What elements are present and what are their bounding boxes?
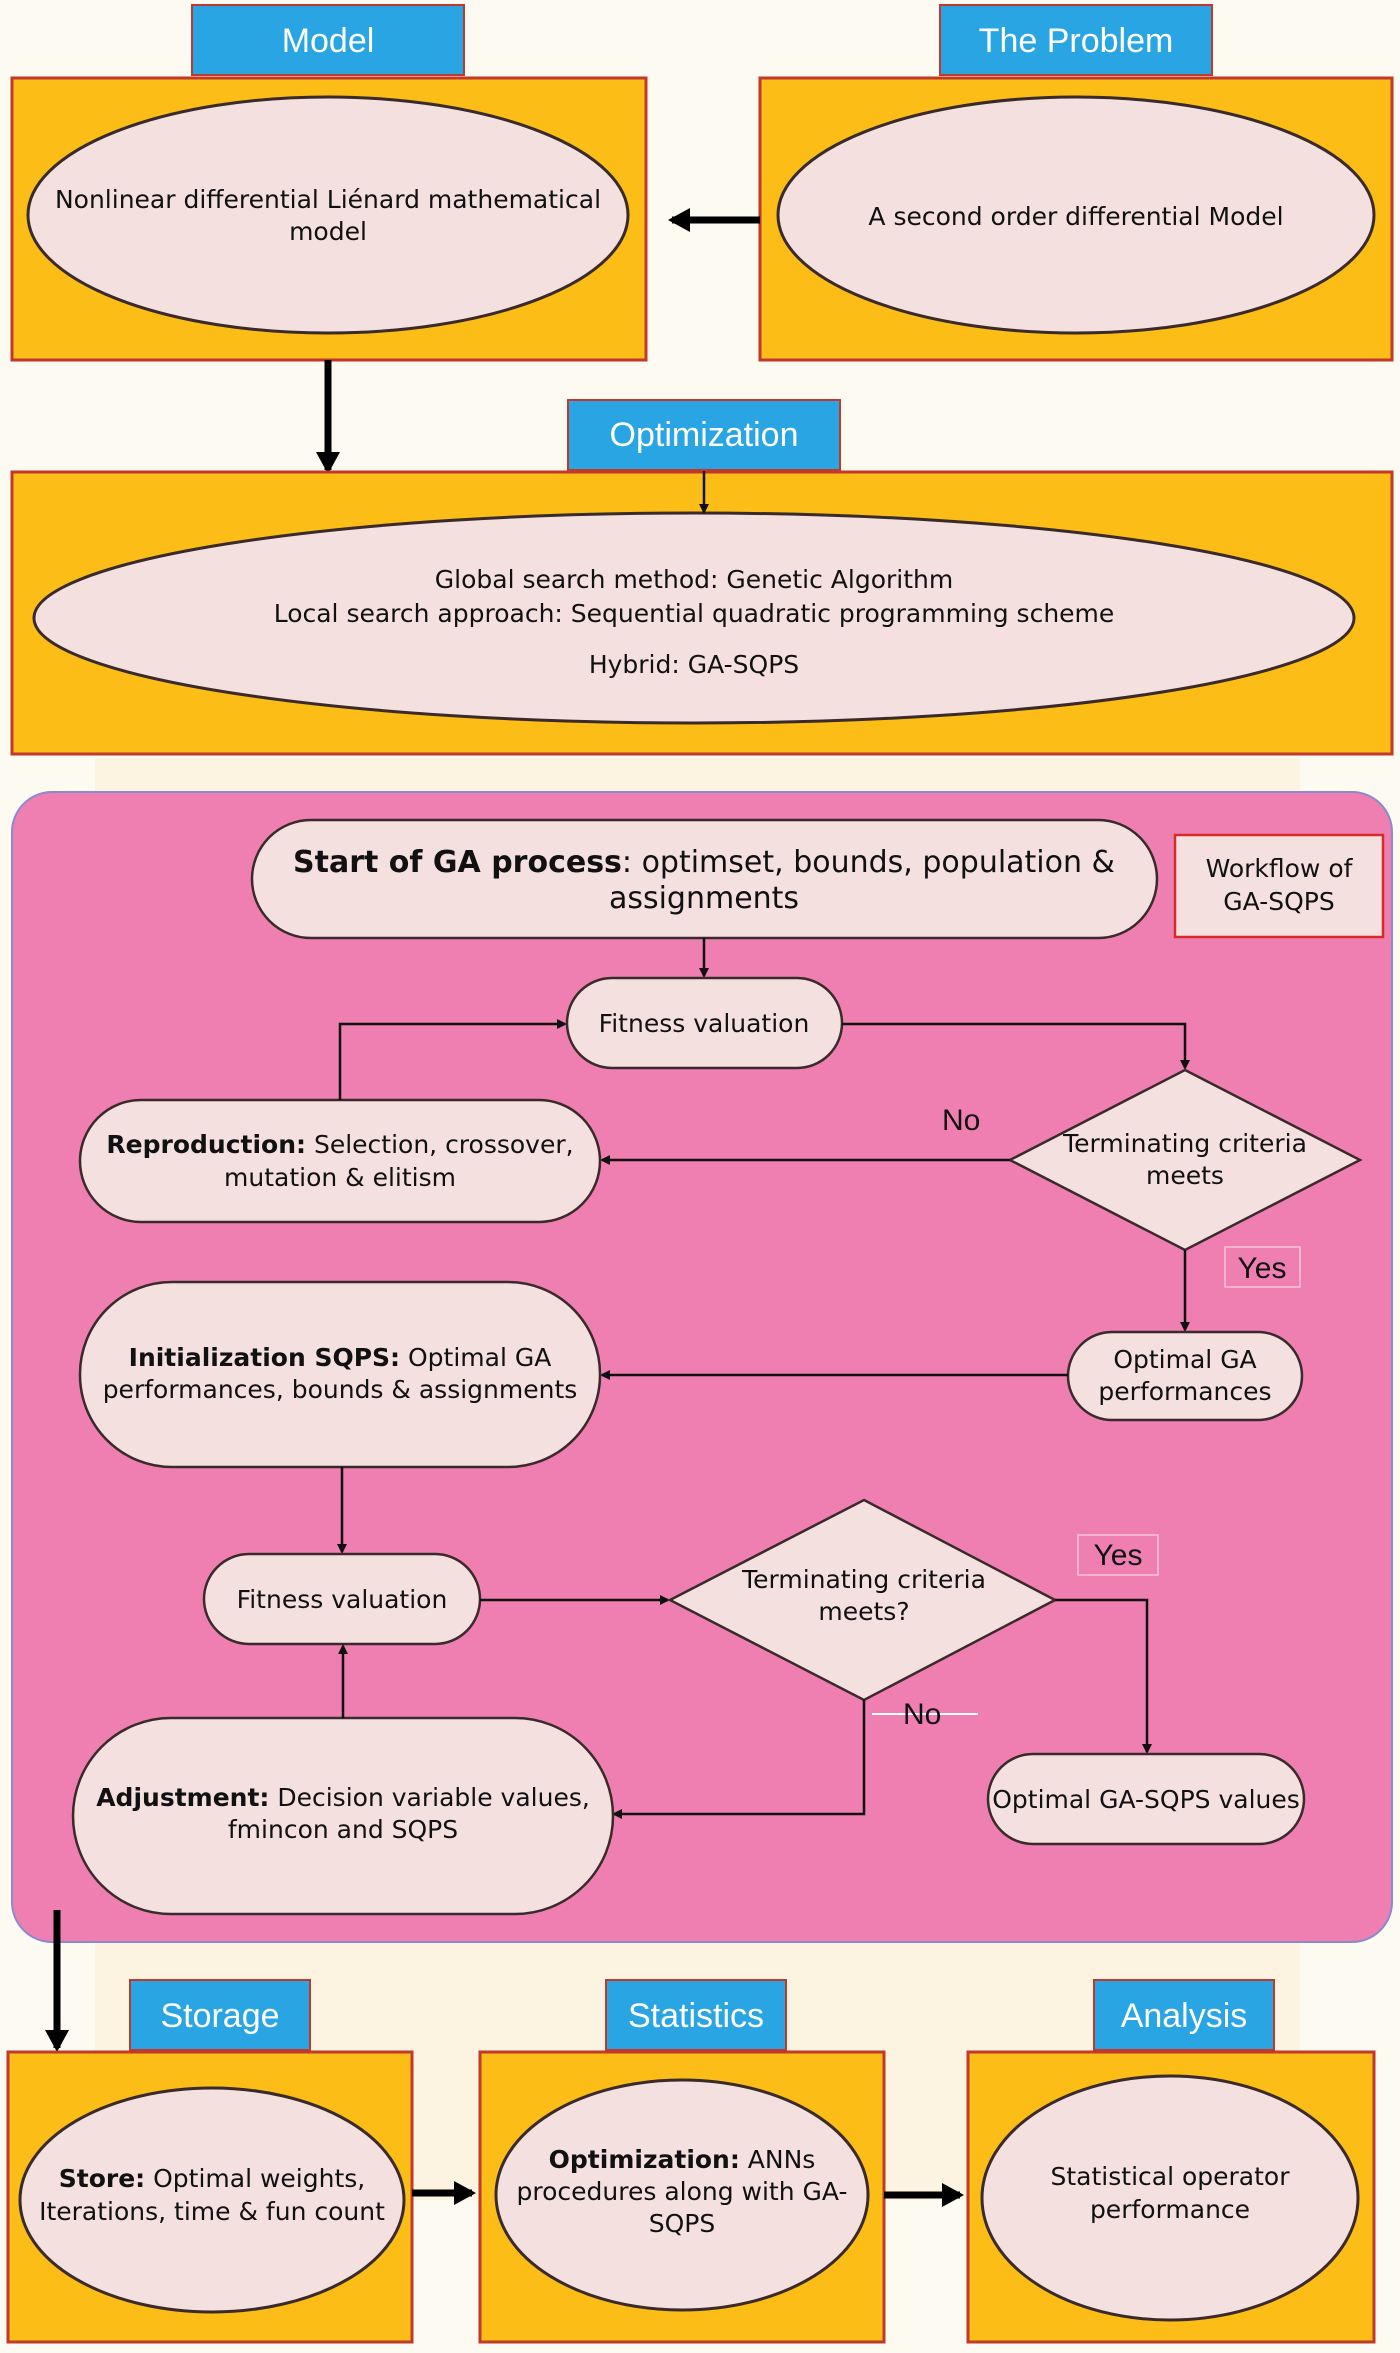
arrow-fitness1-to-criteria1 — [842, 1022, 1190, 1070]
model-tab-label: Model — [282, 22, 375, 60]
svg-text:Start of GA process: optimset,: Start of GA process: optimset, bounds, p… — [293, 845, 1115, 880]
reproduction-rest: Selection, crossover, — [306, 1130, 574, 1159]
start-bold: Start of GA process — [293, 845, 622, 880]
model-text-2: model — [289, 217, 367, 246]
start-ga-node: Start of GA process: optimset, bounds, p… — [250, 818, 1159, 940]
analysis-tab: Analysis — [1093, 1979, 1275, 2051]
workflow-title-box: Workflow of GA-SQPS — [1173, 833, 1385, 939]
workflow-title-1: Workflow of — [1206, 854, 1354, 883]
model-text-1: Nonlinear differential Liénard mathemati… — [55, 185, 601, 214]
storage-line2: Iterations, time & fun count — [39, 2197, 385, 2226]
fitness-node-1: Fitness valuation — [565, 976, 844, 1070]
svg-text:model: model — [289, 217, 367, 246]
criteria2-line1: Terminating criteria — [741, 1565, 986, 1594]
analysis-tab-label: Analysis — [1121, 1997, 1248, 2035]
storage-panel: Store: Optimal weights, Iterations, time… — [6, 2050, 414, 2344]
storage-rest: Optimal weights, — [145, 2164, 365, 2193]
analysis-line2: performance — [1090, 2195, 1250, 2224]
adjustment-node: Adjustment: Decision variable values, fm… — [71, 1716, 615, 1916]
arrow-reproduction-to-fitness1 — [338, 1019, 567, 1100]
yes-label-1-box: Yes — [1224, 1246, 1301, 1288]
init-sqps-bold: Initialization SQPS: — [129, 1343, 400, 1372]
problem-text: A second order differential Model — [868, 202, 1283, 231]
optimal-ga-line1: Optimal GA — [1113, 1345, 1256, 1374]
svg-text:Adjustment: Decision variable: Adjustment: Decision variable values, — [96, 1783, 590, 1812]
yes-label-1: Yes — [1238, 1252, 1287, 1285]
init-sqps-line2: performances, bounds & assignments — [103, 1375, 578, 1404]
problem-panel: A second order differential Model — [758, 76, 1394, 362]
storage-bold: Store: — [59, 2164, 145, 2193]
problem-ellipse — [776, 95, 1376, 335]
statistics-panel: Optimization: ANNs procedures along with… — [478, 2050, 886, 2344]
storage-ellipse — [18, 2086, 406, 2314]
statistics-tab: Statistics — [605, 1979, 787, 2051]
analysis-panel: Statistical operator performance — [966, 2050, 1376, 2344]
analysis-ellipse — [980, 2074, 1360, 2322]
statistics-rest: ANNs — [740, 2145, 815, 2174]
init-sqps-rest: Optimal GA — [400, 1343, 551, 1372]
statistics-ellipse — [494, 2078, 870, 2312]
criteria1-line1: Terminating criteria — [1062, 1129, 1307, 1158]
reproduction-node: Reproduction: Selection, crossover, muta… — [78, 1098, 602, 1224]
optimization-tab: Optimization — [567, 399, 841, 471]
adjustment-bold: Adjustment: — [96, 1783, 269, 1812]
fitness2-label: Fitness valuation — [237, 1585, 448, 1614]
optimization-tab-label: Optimization — [610, 416, 799, 454]
optimization-text-3: Hybrid: GA-SQPS — [589, 650, 799, 679]
criteria2-line2: meets? — [818, 1597, 909, 1626]
svg-text:Store: Optimal weights,: Store: Optimal weights, — [59, 2164, 366, 2193]
optimal-ga-node: Optimal GA performances — [1066, 1330, 1304, 1422]
adjustment-line2: fmincon and SQPS — [228, 1815, 458, 1844]
statistics-tab-label: Statistics — [628, 1997, 764, 2035]
yes-label-2: Yes — [1094, 1539, 1143, 1572]
adjustment-rest: Decision variable values, — [269, 1783, 589, 1812]
optimal-final-label: Optimal GA-SQPS values — [992, 1785, 1300, 1814]
workflow-title-2: GA-SQPS — [1223, 887, 1334, 916]
no-label-1: No — [942, 1104, 980, 1137]
reproduction-line2: mutation & elitism — [224, 1163, 456, 1192]
workflow-panel — [11, 791, 1393, 1943]
start-rest: : optimset, bounds, population & — [622, 845, 1115, 880]
reproduction-bold: Reproduction: — [106, 1130, 306, 1159]
svg-text:Initialization SQPS: Optimal G: Initialization SQPS: Optimal GA — [129, 1343, 552, 1372]
model-ellipse — [26, 95, 630, 335]
arrow-criteria2-to-optimal-final — [1055, 1598, 1152, 1754]
arrow-criteria2-to-adjustment — [612, 1700, 866, 1819]
no-label-2: No — [903, 1698, 941, 1731]
optimization-panel: Global search method: Genetic Algorithm … — [10, 470, 1394, 756]
problem-tab-label: The Problem — [979, 22, 1174, 60]
optimization-ellipse — [32, 511, 1356, 725]
start-line2: assignments — [609, 881, 799, 916]
yes-label-2-box: Yes — [1077, 1534, 1159, 1576]
storage-tab: Storage — [129, 1979, 311, 2051]
optimal-ga-line2: performances — [1098, 1377, 1271, 1406]
statistics-bold: Optimization: — [549, 2145, 740, 2174]
svg-text:Reproduction: Selection, cross: Reproduction: Selection, crossover, — [106, 1130, 573, 1159]
storage-tab-label: Storage — [160, 1997, 279, 2035]
criteria-diamond-1: Terminating criteria meets — [1007, 1068, 1363, 1252]
analysis-line1: Statistical operator — [1051, 2162, 1291, 2191]
fitness1-label: Fitness valuation — [599, 1009, 810, 1038]
svg-text:Nonlinear differential Liénard: Nonlinear differential Liénard mathemati… — [55, 185, 601, 214]
statistics-line3: SQPS — [649, 2209, 716, 2238]
model-tab: Model — [191, 4, 465, 76]
svg-text:Optimization: ANNs: Optimization: ANNs — [549, 2145, 816, 2174]
optimization-text-1: Global search method: Genetic Algorithm — [435, 565, 953, 594]
optimization-text-2: Local search approach: Sequential quadra… — [274, 599, 1115, 628]
optimal-final-node: Optimal GA-SQPS values — [986, 1752, 1306, 1846]
problem-tab: The Problem — [939, 4, 1213, 76]
init-sqps-node: Initialization SQPS: Optimal GA performa… — [78, 1280, 602, 1469]
criteria1-line2: meets — [1146, 1161, 1224, 1190]
statistics-line2: procedures along with GA- — [517, 2177, 848, 2206]
fitness-node-2: Fitness valuation — [202, 1552, 482, 1646]
model-panel: Nonlinear differential Liénard mathemati… — [10, 76, 648, 362]
